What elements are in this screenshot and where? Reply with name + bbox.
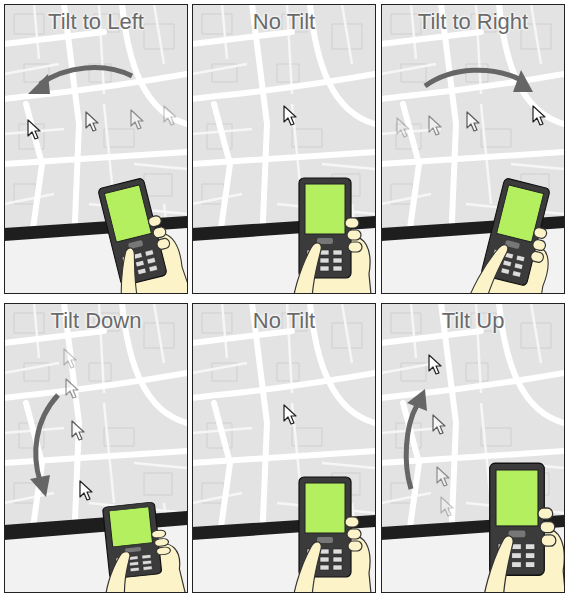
cursor xyxy=(28,120,40,139)
tilt-arrow xyxy=(40,68,132,84)
tilt-arrow xyxy=(406,405,417,489)
panel: No Tilt xyxy=(192,303,376,593)
panel-title: Tilt Up xyxy=(382,308,564,334)
panel-title: No Tilt xyxy=(193,308,375,334)
panel-title: Tilt to Left xyxy=(5,9,187,35)
panel: No Tilt xyxy=(192,4,376,294)
panel-title: Tilt to Right xyxy=(382,9,564,35)
panel-art xyxy=(192,303,375,597)
panel: Tilt to Right xyxy=(381,4,565,294)
phone-in-hand xyxy=(91,173,187,293)
panel-title: Tilt Down xyxy=(5,308,187,334)
phone-in-hand xyxy=(481,463,564,592)
panel-art xyxy=(4,4,202,344)
panel: Tilt Up xyxy=(381,303,565,593)
phone-in-hand xyxy=(95,499,187,592)
cursor xyxy=(284,106,296,125)
phone-in-hand xyxy=(291,477,375,592)
panel: Tilt to Left xyxy=(4,4,188,294)
panel-title: No Tilt xyxy=(193,9,375,35)
tilt-arrow xyxy=(425,70,521,86)
panel-art xyxy=(381,4,565,348)
cursor xyxy=(284,405,296,424)
phone-in-hand xyxy=(460,176,564,293)
tilt-arrow xyxy=(36,395,58,481)
panel-art xyxy=(381,303,565,597)
cursor xyxy=(533,106,545,125)
cursor xyxy=(429,355,441,374)
panel: Tilt Down xyxy=(4,303,188,593)
panel-art xyxy=(4,303,190,597)
panel-art xyxy=(192,4,375,336)
cursor xyxy=(80,481,92,500)
phone-in-hand xyxy=(291,178,375,293)
